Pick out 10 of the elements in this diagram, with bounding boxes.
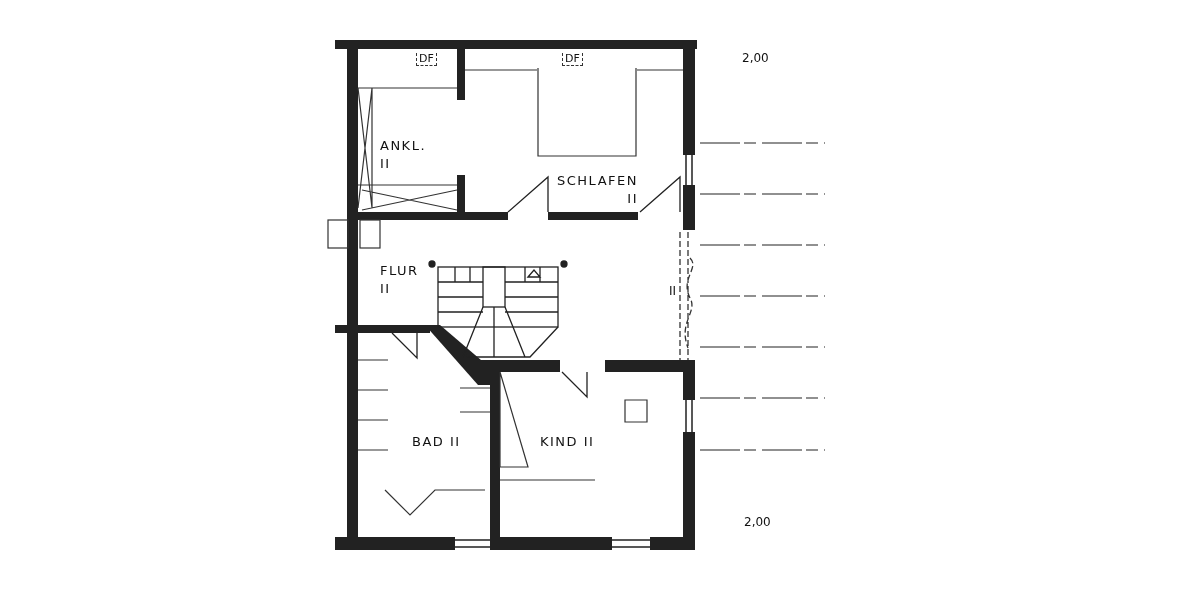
room-label: FLUR II: [380, 262, 419, 298]
room-label: ANKL. II: [380, 137, 427, 173]
skylight-mark: DF: [562, 53, 583, 67]
skylight-mark: DF: [416, 53, 437, 67]
height-label: 2,00: [744, 515, 771, 529]
room-label: BAD II: [412, 433, 461, 451]
height-label: 2,00: [742, 51, 769, 65]
room-label: SCHLAFEN II: [557, 172, 638, 208]
room-label: KIND II: [540, 433, 595, 451]
room-label: II: [669, 284, 677, 298]
